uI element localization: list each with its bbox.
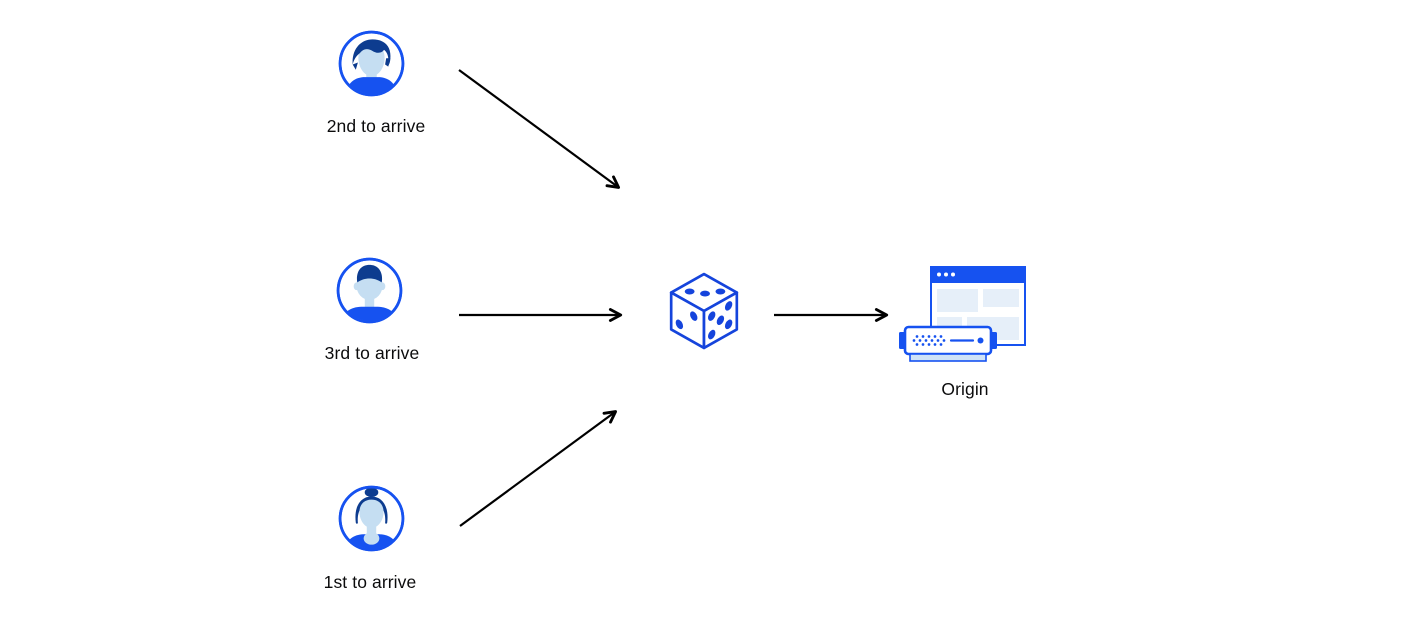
browser-titlebar xyxy=(930,266,1026,283)
male-short-hair-avatar-icon xyxy=(336,257,403,324)
node-user-1st xyxy=(338,485,405,552)
node-label-origin: Origin xyxy=(941,379,989,399)
dice-icon xyxy=(669,272,739,350)
origin-server-browser-icon xyxy=(899,266,1026,362)
node-label-user-1st: 1st to arrive xyxy=(323,572,417,592)
node-origin xyxy=(896,262,1028,366)
male-swept-hair-avatar-icon xyxy=(338,30,405,97)
server-base xyxy=(909,353,987,362)
node-user-3rd xyxy=(336,257,403,324)
arrow-user-1st-to-dice xyxy=(459,412,615,527)
female-bun-hair-avatar-icon xyxy=(338,485,405,552)
node-user-2nd xyxy=(338,30,405,97)
node-dice xyxy=(667,271,741,351)
arrow-user-2nd-to-dice xyxy=(458,69,618,187)
node-label-user-2nd: 2nd to arrive xyxy=(326,116,426,136)
node-label-user-3rd: 3rd to arrive xyxy=(324,343,420,363)
